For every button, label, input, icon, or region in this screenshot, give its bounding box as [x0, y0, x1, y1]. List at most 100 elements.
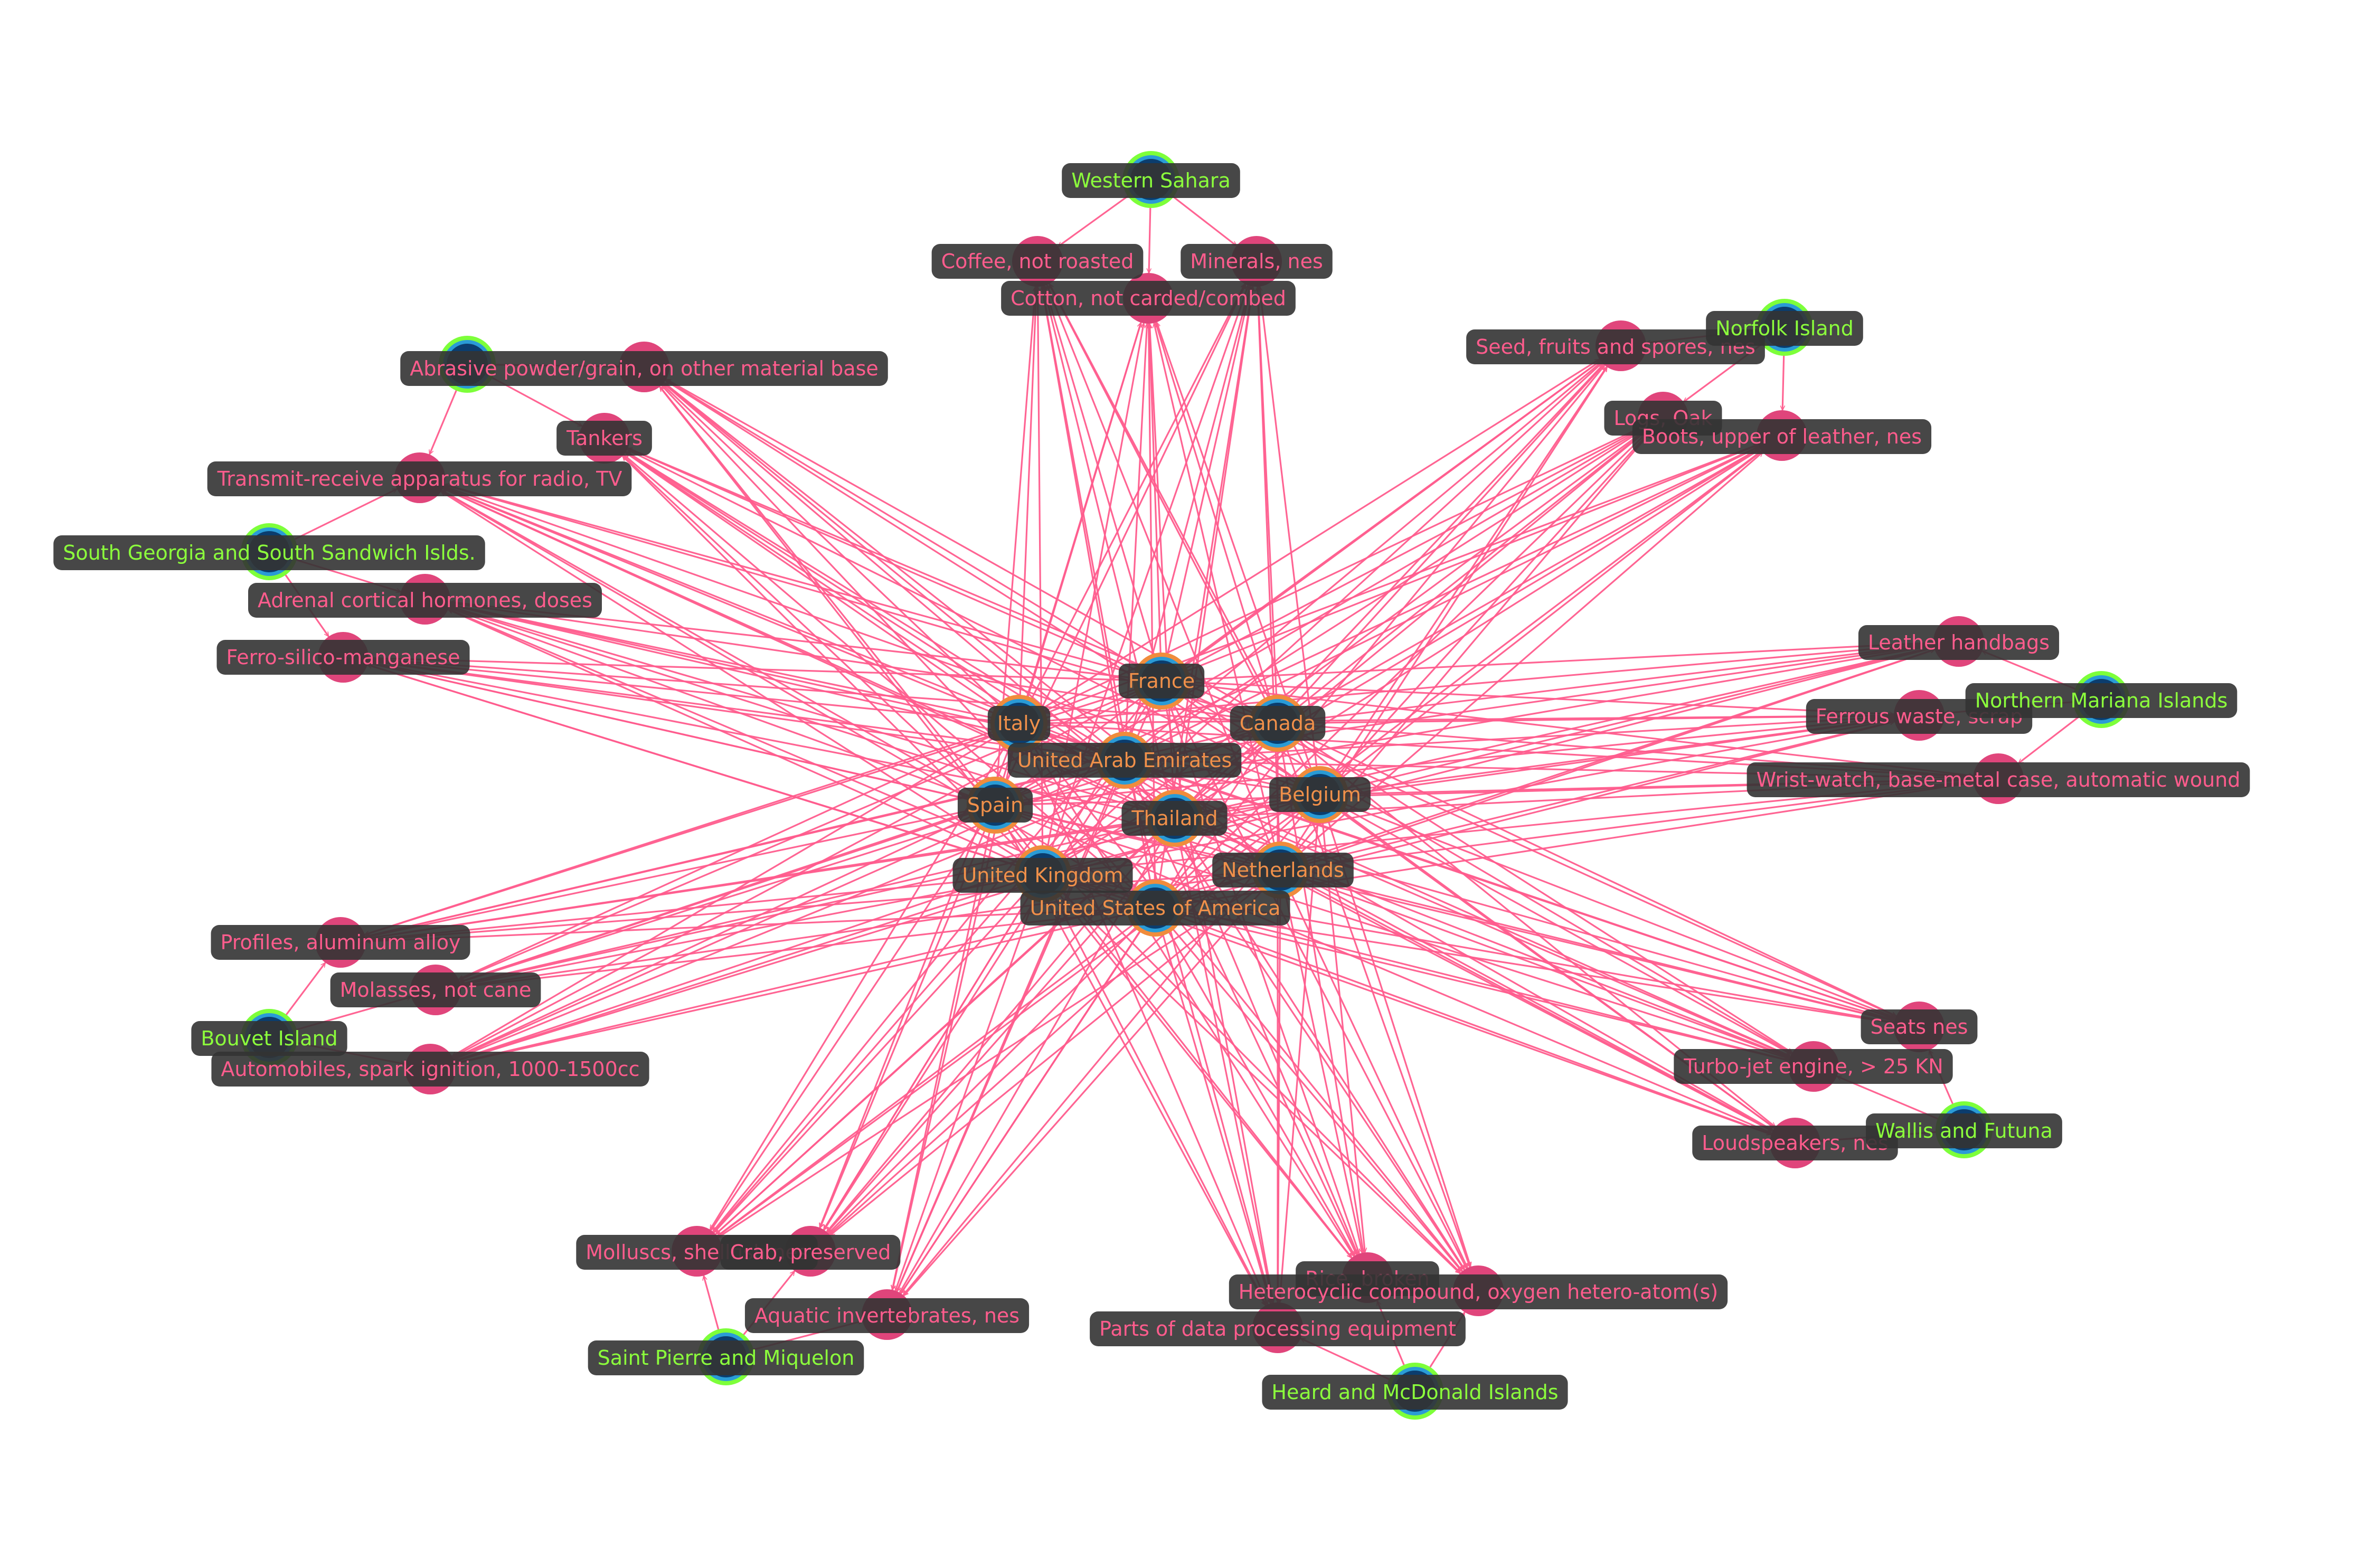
label-text-p_seats: Seats nes	[1871, 1015, 1968, 1038]
label-box-p_handbags	[1858, 625, 2060, 660]
label-text-p_transmit: Transmit-receive apparatus for radio, TV	[217, 467, 622, 490]
edge-h_usa-p_logs	[1173, 434, 1645, 891]
edge-h_france-p_coffee	[1045, 286, 1155, 657]
label-box-p_seed	[1466, 329, 1765, 364]
edge-c_ws-p_cotton	[1149, 204, 1150, 273]
edge-h_canada-p_seed	[1294, 365, 1604, 705]
edge-h_netherlands-p_cotton	[1154, 323, 1276, 846]
label-text-p_profiles: Profiles, aluminum alloy	[220, 931, 460, 954]
label-text-p_coffee: Coffee, not roasted	[941, 250, 1134, 273]
edge-c_bv-p_profiles	[284, 962, 326, 1018]
label-p_parts: Parts of data processing equipment	[1090, 1311, 1466, 1346]
label-text-p_autos: Automobiles, spark ignition, 1000-1500cc	[221, 1057, 639, 1081]
label-p_abrasive: Abrasive powder/grain, on other material…	[400, 351, 888, 386]
edge-h_spain-p_ferrous	[1020, 718, 1894, 804]
label-box-h_uae	[1007, 743, 1242, 778]
edge-h_uae-p_seed	[1143, 361, 1601, 745]
edge-h_usa-p_autos	[455, 912, 1131, 1063]
edge-h_italy-p_autos	[452, 735, 998, 1057]
edge-h_usa-p_seed	[1170, 365, 1606, 890]
label-text-c_hm: Heard and McDonald Islands	[1271, 1381, 1558, 1404]
edge-h_france-p_turbojet	[1183, 693, 1791, 1054]
label-text-p_turbojet: Turbo-jet engine, > 25 KN	[1683, 1055, 1943, 1078]
edge-h_belgium-p_minerals	[1260, 287, 1318, 770]
label-p_profiles: Profiles, aluminum alloy	[211, 925, 470, 960]
label-box-h_netherlands	[1212, 853, 1354, 887]
label-text-h_belgium: Belgium	[1279, 783, 1361, 806]
edge-h_italy-p_parts	[1028, 746, 1269, 1305]
label-text-c_bv: Bouvet Island	[201, 1027, 337, 1050]
label-box-c_bv	[191, 1021, 347, 1056]
edge-h_italy-p_profiles	[365, 730, 995, 934]
label-h_netherlands: Netherlands	[1212, 853, 1354, 887]
label-text-p_hetero: Heterocyclic compound, oxygen hetero-ato…	[1239, 1280, 1718, 1303]
edge-h_uk-p_ferrous	[1067, 720, 1894, 871]
label-c_bv: Bouvet Island	[191, 1021, 347, 1056]
label-box-p_autos	[211, 1052, 649, 1087]
edge-h_belgium-p_coffee	[1049, 284, 1309, 773]
edge-h_uae-p_ferrous	[1149, 717, 1894, 760]
edge-h_spain-p_boots	[1017, 445, 1759, 796]
edge-h_belgium-p_turbojet	[1342, 806, 1791, 1055]
edge-h_spain-p_transmit	[442, 489, 974, 794]
edge-h_netherlands-p_boots	[1299, 451, 1762, 854]
edge-h_belgium-p_seed	[1333, 367, 1608, 774]
label-p_aquatic: Aquatic invertebrates, nes	[744, 1298, 1030, 1333]
label-box-p_cotton	[1001, 281, 1296, 316]
label-text-h_spain: Spain	[967, 794, 1023, 817]
label-text-c_wf: Wallis and Futuna	[1875, 1119, 2053, 1142]
label-text-p_aquatic: Aquatic invertebrates, nes	[754, 1304, 1019, 1327]
label-box-p_ferro_si	[216, 640, 470, 675]
edge-h_france-p_logs	[1183, 428, 1640, 670]
edge-h_italy-p_molasses	[459, 733, 997, 980]
label-p_coffee: Coffee, not roasted	[931, 244, 1144, 279]
edge-h_usa-p_minerals	[1158, 286, 1252, 883]
label-h_belgium: Belgium	[1269, 777, 1371, 812]
edge-h_belgium-p_seats	[1343, 802, 1895, 1017]
edge-h_usa-p_cotton	[1149, 324, 1156, 883]
label-text-p_minerals: Minerals, nes	[1190, 250, 1323, 273]
label-h_uae: United Arab Emirates	[1007, 743, 1242, 778]
edge-h_netherlands-p_rice	[1285, 894, 1362, 1253]
edge-h_usa-p_molluscs	[717, 922, 1136, 1237]
label-p_molasses: Molasses, not cane	[330, 972, 541, 1007]
label-h_canada: Canada	[1230, 706, 1326, 741]
edge-h_uae-p_logs	[1145, 430, 1641, 748]
edge-h_spain-p_minerals	[1005, 284, 1247, 783]
label-p_transmit: Transmit-receive apparatus for radio, TV	[207, 461, 632, 496]
edge-h_spain-p_molasses	[460, 812, 971, 982]
edge-c_nm-p_watch	[2018, 714, 2082, 764]
label-box-p_profiles	[211, 925, 470, 960]
label-text-c_pm: Saint Pierre and Miquelon	[598, 1346, 855, 1369]
label-box-p_seats	[1861, 1009, 1978, 1044]
label-text-h_italy: Italy	[997, 712, 1041, 735]
edge-h_canada-p_boots	[1299, 447, 1760, 712]
edge-c_nf-p_boots	[1782, 352, 1784, 410]
edge-h_spain-p_adrenal	[449, 608, 972, 798]
label-box-p_aquatic	[744, 1298, 1030, 1333]
label-h_thailand: Thailand	[1121, 801, 1228, 836]
edge-h_usa-p_molasses	[461, 910, 1130, 987]
label-text-p_adrenal: Adrenal cortical hormones, doses	[258, 589, 592, 612]
edge-h_france-p_abrasive	[666, 379, 1140, 669]
label-box-p_minerals	[1181, 244, 1333, 279]
label-box-p_crab	[720, 1235, 901, 1270]
label-c_nm: Northern Mariana Islands	[1965, 683, 2238, 718]
label-p_autos: Automobiles, spark ignition, 1000-1500cc	[211, 1052, 649, 1087]
edge-h_spain-p_abrasive	[659, 386, 980, 786]
label-p_hetero: Heterocyclic compound, oxygen hetero-ato…	[1229, 1274, 1728, 1309]
label-p_minerals: Minerals, nes	[1181, 244, 1333, 279]
edge-h_uk-p_hetero	[1060, 891, 1460, 1274]
edge-h_netherlands-p_molluscs	[718, 883, 1260, 1239]
label-box-h_france	[1118, 664, 1205, 698]
edge-h_usa-p_boots	[1175, 450, 1761, 894]
edge-h_canada-p_handbags	[1302, 645, 1934, 721]
edge-h_italy-p_coffee	[1019, 287, 1036, 698]
label-h_usa: United States of America	[1020, 891, 1290, 925]
edge-h_usa-p_speakers	[1178, 916, 1771, 1135]
label-box-p_boots	[1632, 419, 1932, 454]
edge-h_spain-p_molluscs	[710, 826, 982, 1230]
label-text-p_molasses: Molasses, not cane	[340, 978, 532, 1002]
edge-h_belgium-p_logs	[1336, 436, 1647, 777]
label-box-p_tankers	[556, 421, 652, 456]
